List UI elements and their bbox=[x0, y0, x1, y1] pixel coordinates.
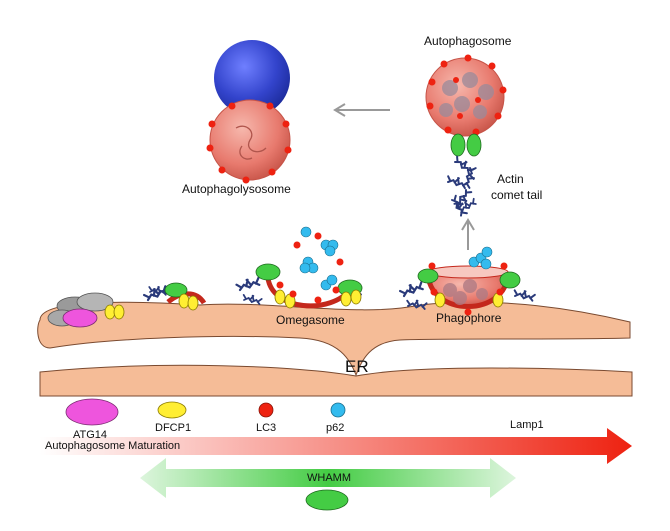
phagophore bbox=[398, 246, 537, 316]
omegasome-label: Omegasome bbox=[276, 313, 345, 327]
legend-p62-label: p62 bbox=[326, 422, 345, 434]
lamp1-label: Lamp1 bbox=[510, 419, 544, 431]
phagophore-label: Phagophore bbox=[436, 311, 502, 325]
legend-dfcp1-label: DFCP1 bbox=[155, 422, 192, 434]
whamm-label: WHAMM bbox=[307, 472, 351, 484]
legend-atg14-label: ATG14 bbox=[73, 429, 108, 441]
actin-label-line1: Actin bbox=[497, 172, 524, 186]
er-label: ER bbox=[345, 357, 369, 376]
arrow-up bbox=[461, 218, 475, 250]
autophagosome bbox=[425, 54, 507, 218]
legend-lc3-label: LC3 bbox=[256, 422, 277, 434]
whamm-arrow bbox=[140, 458, 516, 511]
legend-dfcp1-swatch bbox=[157, 401, 187, 419]
atg14-complex bbox=[47, 292, 125, 328]
actin-label-line2: comet tail bbox=[491, 188, 543, 202]
autophagolysosome-label: Autophagolysosome bbox=[182, 182, 291, 196]
autophagosome-label: Autophagosome bbox=[424, 34, 512, 48]
maturation-label: Autophagosome Maturation bbox=[45, 440, 181, 452]
er-membrane bbox=[37, 301, 633, 397]
early-site bbox=[142, 282, 207, 311]
maturation-arrow bbox=[40, 428, 632, 464]
omegasome bbox=[234, 226, 363, 309]
arrow-left bbox=[333, 103, 390, 117]
legend-atg14-swatch bbox=[65, 398, 119, 426]
whamm-swatch bbox=[305, 489, 349, 511]
legend-lc3-swatch bbox=[258, 402, 274, 418]
autophagolysosome bbox=[206, 40, 292, 184]
legend-p62-swatch bbox=[330, 402, 346, 418]
legend bbox=[65, 398, 346, 426]
